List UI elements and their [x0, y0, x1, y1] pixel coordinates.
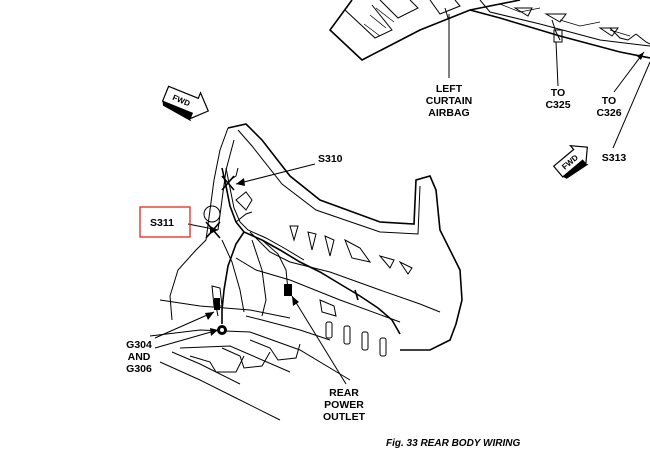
figure-caption: Fig. 33 REAR BODY WIRING [386, 438, 520, 449]
leader-to-c326 [613, 51, 645, 93]
leader-s310 [235, 163, 316, 185]
svg-text:AIRBAG: AIRBAG [428, 107, 469, 119]
svg-text:OUTLET: OUTLET [323, 411, 366, 423]
label-rear-power-outlet: REAR POWER OUTLET [323, 387, 366, 423]
leader-g304-top-arrowhead [205, 312, 214, 320]
label-s310: S310 [318, 153, 343, 165]
label-s311: S311 [150, 217, 174, 229]
svg-text:C325: C325 [545, 99, 570, 111]
leader-rear-power-outlet-arrowhead [292, 296, 299, 306]
svg-text:TO: TO [602, 95, 616, 107]
leader-to-c325 [555, 41, 559, 87]
leader-to-c326-arrowhead [637, 52, 644, 60]
label-left-curtain-airbag: LEFT CURTAIN AIRBAG [426, 83, 472, 119]
leader-s310-arrowhead [236, 178, 245, 186]
svg-text:G304: G304 [126, 339, 152, 351]
rear-body-structure [149, 123, 463, 421]
label-to-c325: TO C325 [545, 87, 570, 111]
highlight-box [139, 206, 191, 238]
upper-body-structure [328, 0, 650, 61]
svg-text:LEFT: LEFT [436, 83, 463, 95]
leader-rear-power-outlet [291, 295, 347, 385]
svg-text:POWER: POWER [324, 399, 364, 411]
fwd-arrow-right: FWD [552, 144, 589, 179]
svg-text:TO: TO [551, 87, 565, 99]
splice-s310-mark [221, 175, 235, 191]
fwd-arrow-left: FWD [161, 85, 210, 122]
label-to-c326: TO C326 [596, 95, 621, 119]
svg-text:REAR: REAR [329, 387, 359, 399]
svg-text:CURTAIN: CURTAIN [426, 95, 472, 107]
svg-text:G306: G306 [126, 363, 152, 375]
harness-connector-icon [214, 298, 220, 310]
leader-g304-bottom-arrowhead [210, 328, 218, 336]
label-s313: S313 [602, 152, 627, 164]
label-g304-g306: G304 AND G306 [126, 339, 152, 375]
leader-s311-arrowhead [210, 226, 218, 234]
leader-g304-top [154, 311, 215, 339]
power-outlet-connector-icon [284, 284, 292, 296]
svg-text:AND: AND [128, 351, 151, 363]
leader-s313 [612, 61, 650, 149]
leader-g304-bottom [154, 329, 219, 349]
svg-text:C326: C326 [596, 107, 621, 119]
